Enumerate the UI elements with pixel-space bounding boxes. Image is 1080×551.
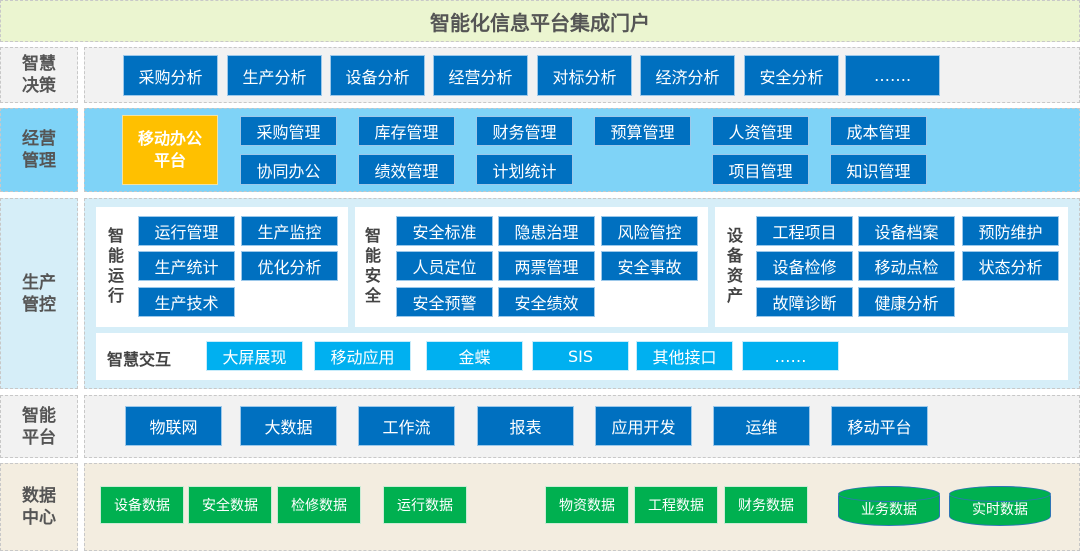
safety-item[interactable]: 安全标准 <box>396 216 493 246</box>
safety-item[interactable]: 隐患治理 <box>498 216 595 246</box>
decision-item[interactable]: 经营分析 <box>433 55 528 96</box>
safety-item[interactable]: 风险管控 <box>601 216 698 246</box>
management-item[interactable]: 预算管理 <box>594 116 691 146</box>
management-item[interactable]: 财务管理 <box>476 116 573 146</box>
data-item[interactable]: 财务数据 <box>724 486 808 524</box>
layer-label-production: 生产管控 <box>0 198 78 389</box>
asset-item[interactable]: 移动点检 <box>858 251 955 281</box>
safety-item[interactable]: 两票管理 <box>498 251 595 281</box>
layer-label-management: 经营管理 <box>0 108 78 192</box>
data-store-label: 业务数据 <box>861 502 917 518</box>
platform-item[interactable]: 大数据 <box>240 406 337 446</box>
decision-item[interactable]: 安全分析 <box>744 55 839 96</box>
data-store-cylinder[interactable]: 实时数据 <box>949 486 1051 526</box>
asset-item[interactable]: 健康分析 <box>858 287 955 317</box>
decision-item[interactable]: 对标分析 <box>537 55 632 96</box>
platform-item[interactable]: 物联网 <box>125 406 222 446</box>
platform-item[interactable]: 报表 <box>477 406 574 446</box>
interaction-item[interactable]: 其他接口 <box>636 341 733 371</box>
platform-band <box>84 395 1080 458</box>
decision-item[interactable]: 设备分析 <box>330 55 425 96</box>
mobile-office-platform[interactable]: 移动办公平台 <box>122 115 218 185</box>
interaction-item[interactable]: 金蝶 <box>426 341 523 371</box>
data-item[interactable]: 工程数据 <box>634 486 718 524</box>
safety-item[interactable]: 安全事故 <box>601 251 698 281</box>
safety-item[interactable]: 安全绩效 <box>498 287 595 317</box>
operation-item[interactable]: 生产监控 <box>241 216 338 246</box>
management-item[interactable]: 协同办公 <box>240 154 337 185</box>
page-title: 智能化信息平台集成门户 <box>430 10 650 35</box>
assets-label: 设备资产 <box>726 226 743 305</box>
asset-item[interactable]: 设备检修 <box>756 251 853 281</box>
title-bar: 智能化信息平台集成门户 <box>0 0 1080 42</box>
management-item[interactable]: 库存管理 <box>358 116 455 146</box>
platform-item[interactable]: 应用开发 <box>595 406 692 446</box>
operation-item[interactable]: 运行管理 <box>138 216 235 246</box>
management-item[interactable]: 项目管理 <box>712 154 809 185</box>
safety-item[interactable]: 安全预警 <box>396 287 493 317</box>
operation-item[interactable]: 优化分析 <box>241 251 338 281</box>
interaction-item[interactable]: 移动应用 <box>314 341 411 371</box>
decision-item[interactable]: 生产分析 <box>227 55 322 96</box>
operation-item[interactable]: 生产统计 <box>138 251 235 281</box>
management-item[interactable]: 绩效管理 <box>358 154 455 185</box>
data-store-cylinder[interactable]: 业务数据 <box>838 486 940 526</box>
data-store-label: 实时数据 <box>972 502 1028 518</box>
management-item[interactable]: 采购管理 <box>240 116 337 146</box>
platform-item[interactable]: 运维 <box>713 406 810 446</box>
operation-item[interactable]: 生产技术 <box>138 287 235 317</box>
data-item[interactable]: 物资数据 <box>545 486 629 524</box>
asset-item[interactable]: 故障诊断 <box>756 287 853 317</box>
data-item[interactable]: 检修数据 <box>277 486 361 524</box>
platform-item[interactable]: 工作流 <box>358 406 455 446</box>
asset-item[interactable]: 状态分析 <box>962 251 1059 281</box>
layer-label-platform: 智能平台 <box>0 395 78 458</box>
management-item[interactable]: 成本管理 <box>830 116 927 146</box>
safety-item[interactable]: 人员定位 <box>396 251 493 281</box>
asset-item[interactable]: 预防维护 <box>962 216 1059 246</box>
data-item[interactable]: 设备数据 <box>100 486 184 524</box>
interaction-item[interactable]: …… <box>742 341 839 371</box>
interaction-item[interactable]: 大屏展现 <box>206 341 303 371</box>
decision-item[interactable]: 采购分析 <box>123 55 218 96</box>
data-item[interactable]: 安全数据 <box>188 486 272 524</box>
management-band <box>84 108 1080 192</box>
safety-label: 智能安全 <box>364 226 381 305</box>
interaction-label: 智慧交互 <box>107 350 172 369</box>
asset-item[interactable]: 设备档案 <box>858 216 955 246</box>
interaction-item[interactable]: SIS <box>532 341 629 371</box>
platform-item[interactable]: 移动平台 <box>831 406 928 446</box>
asset-item[interactable]: 工程项目 <box>756 216 853 246</box>
operation-label: 智能运行 <box>107 226 124 305</box>
layer-label-decision: 智慧决策 <box>0 47 78 103</box>
management-item[interactable]: 知识管理 <box>830 154 927 185</box>
decision-item[interactable]: 经济分析 <box>640 55 735 96</box>
layer-label-data: 数据中心 <box>0 463 78 551</box>
data-item[interactable]: 运行数据 <box>383 486 467 524</box>
decision-item[interactable]: ……. <box>845 55 940 96</box>
management-item[interactable]: 计划统计 <box>476 154 573 185</box>
management-item[interactable]: 人资管理 <box>712 116 809 146</box>
